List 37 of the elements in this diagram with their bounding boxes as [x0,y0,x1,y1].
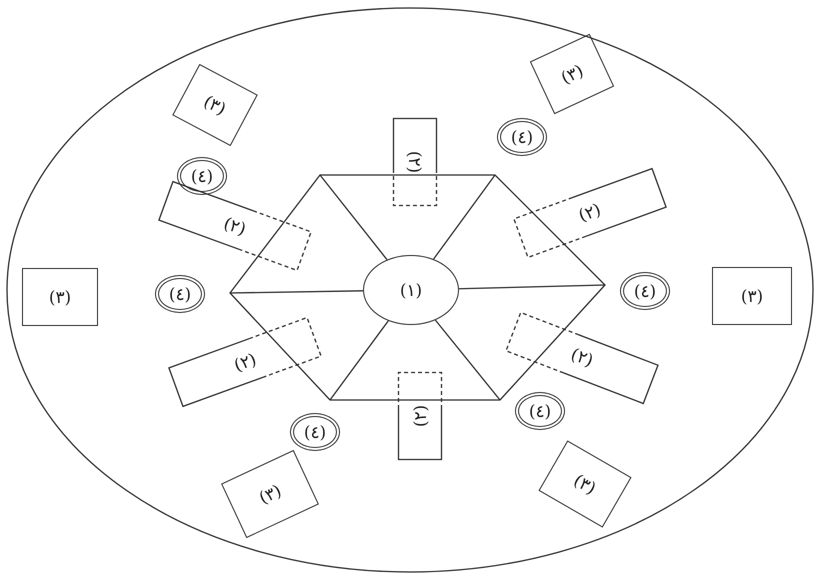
number-label: (٤) [510,126,534,148]
number-label: (٢) [568,344,596,372]
number-label: (٤) [634,280,656,302]
oval-boundary [6,7,814,573]
numbered-circle [155,275,205,313]
numbered-circle [620,272,670,310]
number-label: (٢) [404,150,426,174]
number-label: (٤) [528,400,552,422]
numbered-bar [393,118,437,206]
numbered-bar [513,168,667,258]
number-label: (٤) [190,166,214,186]
numbered-square [221,450,319,538]
number-label: (٢) [230,348,260,376]
numbered-circle [515,392,565,430]
numbered-square [22,268,98,326]
numbered-circle [177,157,227,195]
number-label: (٤) [304,422,326,442]
numbered-bar [398,372,442,460]
number-label: (٣) [255,480,285,508]
numbered-square [530,34,614,114]
numbered-square [538,440,632,528]
numbered-bar [168,316,322,408]
number-label: (٣) [570,469,600,499]
number-label: (٣) [740,286,764,306]
numbered-square [712,267,792,325]
number-label: (٣) [200,90,230,120]
numbered-bar [505,312,659,404]
numbered-circle [497,118,547,156]
number-label: (٢) [576,199,604,227]
number-label: (٣) [48,286,72,308]
number-label: (٤) [168,284,192,304]
numbered-square [172,64,258,146]
number-label: (٣) [557,60,587,88]
numbered-circle [290,413,340,451]
number-label: (٢) [220,212,250,240]
number-label: (٢) [410,404,430,428]
number-label: (١) [400,280,422,300]
